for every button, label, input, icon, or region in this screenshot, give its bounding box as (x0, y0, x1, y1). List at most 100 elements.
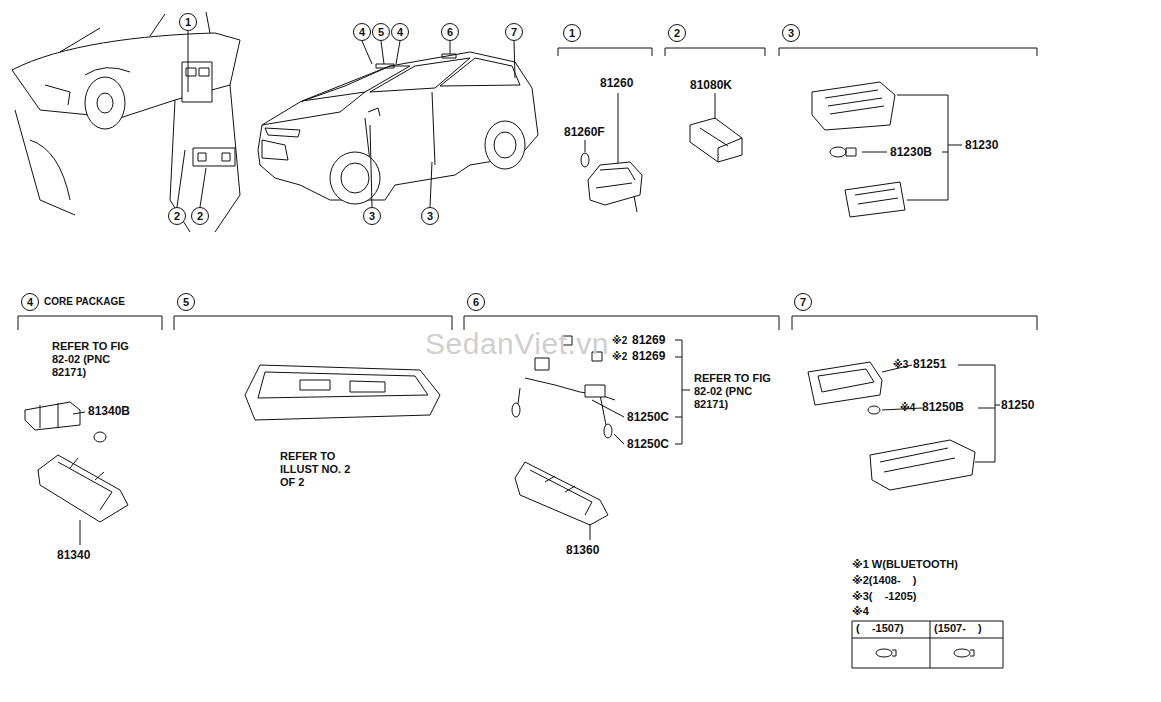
dashboard-illustration (85, 77, 125, 129)
callout-number: 5 (378, 27, 384, 38)
callout-number: 6 (447, 27, 453, 38)
callout-circle: 2 (191, 207, 209, 225)
room-lamp-part (634, 196, 637, 212)
dashboard-illustration (12, 40, 240, 118)
callout-number: 4 (27, 297, 33, 308)
dashboard-illustration (198, 153, 206, 161)
overhead-console-part (245, 365, 440, 420)
callout-circle: 2 (668, 24, 686, 42)
callout-circle: 1 (563, 24, 581, 42)
vehicle-illustration (341, 163, 369, 193)
luggage-lamp-part (808, 362, 1000, 490)
callout-circle: 7 (505, 23, 523, 41)
section-bracket (779, 48, 1037, 56)
room-lamp-part (581, 93, 642, 212)
callout-circle: 6 (467, 293, 485, 311)
callout-circle: 4 (353, 23, 371, 41)
section-bracket (558, 48, 652, 56)
callout-number: 4 (397, 27, 403, 38)
map-lamp-part (25, 402, 80, 430)
dashboard-illustration (97, 93, 113, 113)
note-table (852, 621, 1003, 668)
note-table (954, 649, 970, 657)
room-lamp-part (588, 162, 642, 205)
vehicle-illustration (258, 41, 538, 207)
courtesy-lamp-part (862, 95, 962, 200)
reference-note: REFER TO ILLUST NO. 2 OF 2 (280, 450, 352, 490)
reference-note: REFER TO FIG 82-02 (PNC 82171) (694, 372, 774, 412)
section-bracket (665, 48, 765, 56)
footnote: ※3( -1205) (852, 590, 917, 603)
footnote-mark: ※2 (612, 335, 627, 347)
callout-number: 1 (569, 28, 575, 39)
section-bracket (792, 316, 1037, 330)
overhead-console-part (258, 372, 428, 398)
part-number: 81251 (913, 357, 946, 371)
section-bracket (18, 48, 1037, 330)
vehicle-illustration (442, 54, 456, 58)
room-lamp-harness-part (518, 378, 615, 425)
map-lamp-part (73, 412, 85, 545)
vehicle-illustration (330, 152, 380, 204)
part-number: 81260F (564, 125, 605, 139)
vehicle-illustration (485, 121, 525, 169)
room-lamp-harness-part (530, 470, 592, 515)
callout-number: 7 (511, 27, 517, 38)
room-lamp-harness-part (675, 340, 690, 444)
section-note: CORE PACKAGE (44, 296, 125, 308)
part-number: 81340B (88, 404, 130, 418)
part-number: 81250C (627, 410, 669, 424)
part-number: 81250 (1001, 398, 1034, 412)
callout-number: 3 (369, 211, 375, 222)
dashboard-illustration (12, 12, 240, 232)
footnote-mark: ※4 (900, 402, 915, 414)
dashboard-illustration (85, 68, 130, 75)
callout-circle: 5 (177, 293, 195, 311)
vehicle-illustration (258, 52, 538, 200)
dashboard-illustration (199, 68, 209, 76)
luggage-lamp-part (808, 362, 882, 405)
luggage-lamp-part (870, 440, 975, 490)
switch-part (715, 93, 716, 119)
note-table (852, 621, 1003, 668)
vehicle-illustration (370, 58, 470, 92)
room-lamp-harness-part (590, 400, 624, 540)
dashboard-illustration (15, 85, 75, 215)
map-lamp-part (58, 458, 112, 510)
room-lamp-harness-part (512, 336, 690, 540)
callout-number: 2 (174, 211, 180, 222)
callout-number: 1 (185, 17, 191, 28)
part-number: 81269 (632, 349, 665, 363)
dashboard-illustration (177, 31, 206, 207)
part-number: 81269 (632, 333, 665, 347)
courtesy-lamp-part (846, 148, 856, 156)
courtesy-lamp-part (812, 82, 962, 217)
map-lamp-part (38, 455, 128, 522)
section-bracket (174, 316, 452, 330)
callout-number: 3 (427, 211, 433, 222)
courtesy-lamp-part (825, 90, 884, 114)
part-number: 81250B (922, 400, 964, 414)
footnote-mark: ※3 (893, 359, 908, 371)
part-number: 81080K (690, 78, 732, 92)
room-lamp-part (596, 168, 635, 188)
room-lamp-harness-part (585, 385, 605, 397)
table-cell: ( -1507) (856, 622, 904, 635)
footnote: ※1 W(BLUETOOTH) (852, 558, 958, 571)
switch-part (690, 93, 742, 162)
luggage-lamp-part (818, 369, 874, 392)
callout-number: 4 (359, 27, 365, 38)
part-number: 81340 (57, 548, 90, 562)
vehicle-illustration (494, 132, 516, 158)
table-cell: (1507- ) (934, 622, 982, 635)
callout-number: 2 (197, 211, 203, 222)
callout-number: 2 (674, 28, 680, 39)
part-number: 81230B (890, 145, 932, 159)
room-lamp-harness-part (515, 462, 608, 525)
courtesy-lamp-part (845, 182, 905, 217)
map-lamp-part (94, 432, 106, 442)
part-number: 81260 (600, 76, 633, 90)
part-number: 81230 (965, 138, 998, 152)
callout-circle: 3 (363, 207, 381, 225)
room-lamp-harness-part (604, 424, 612, 438)
